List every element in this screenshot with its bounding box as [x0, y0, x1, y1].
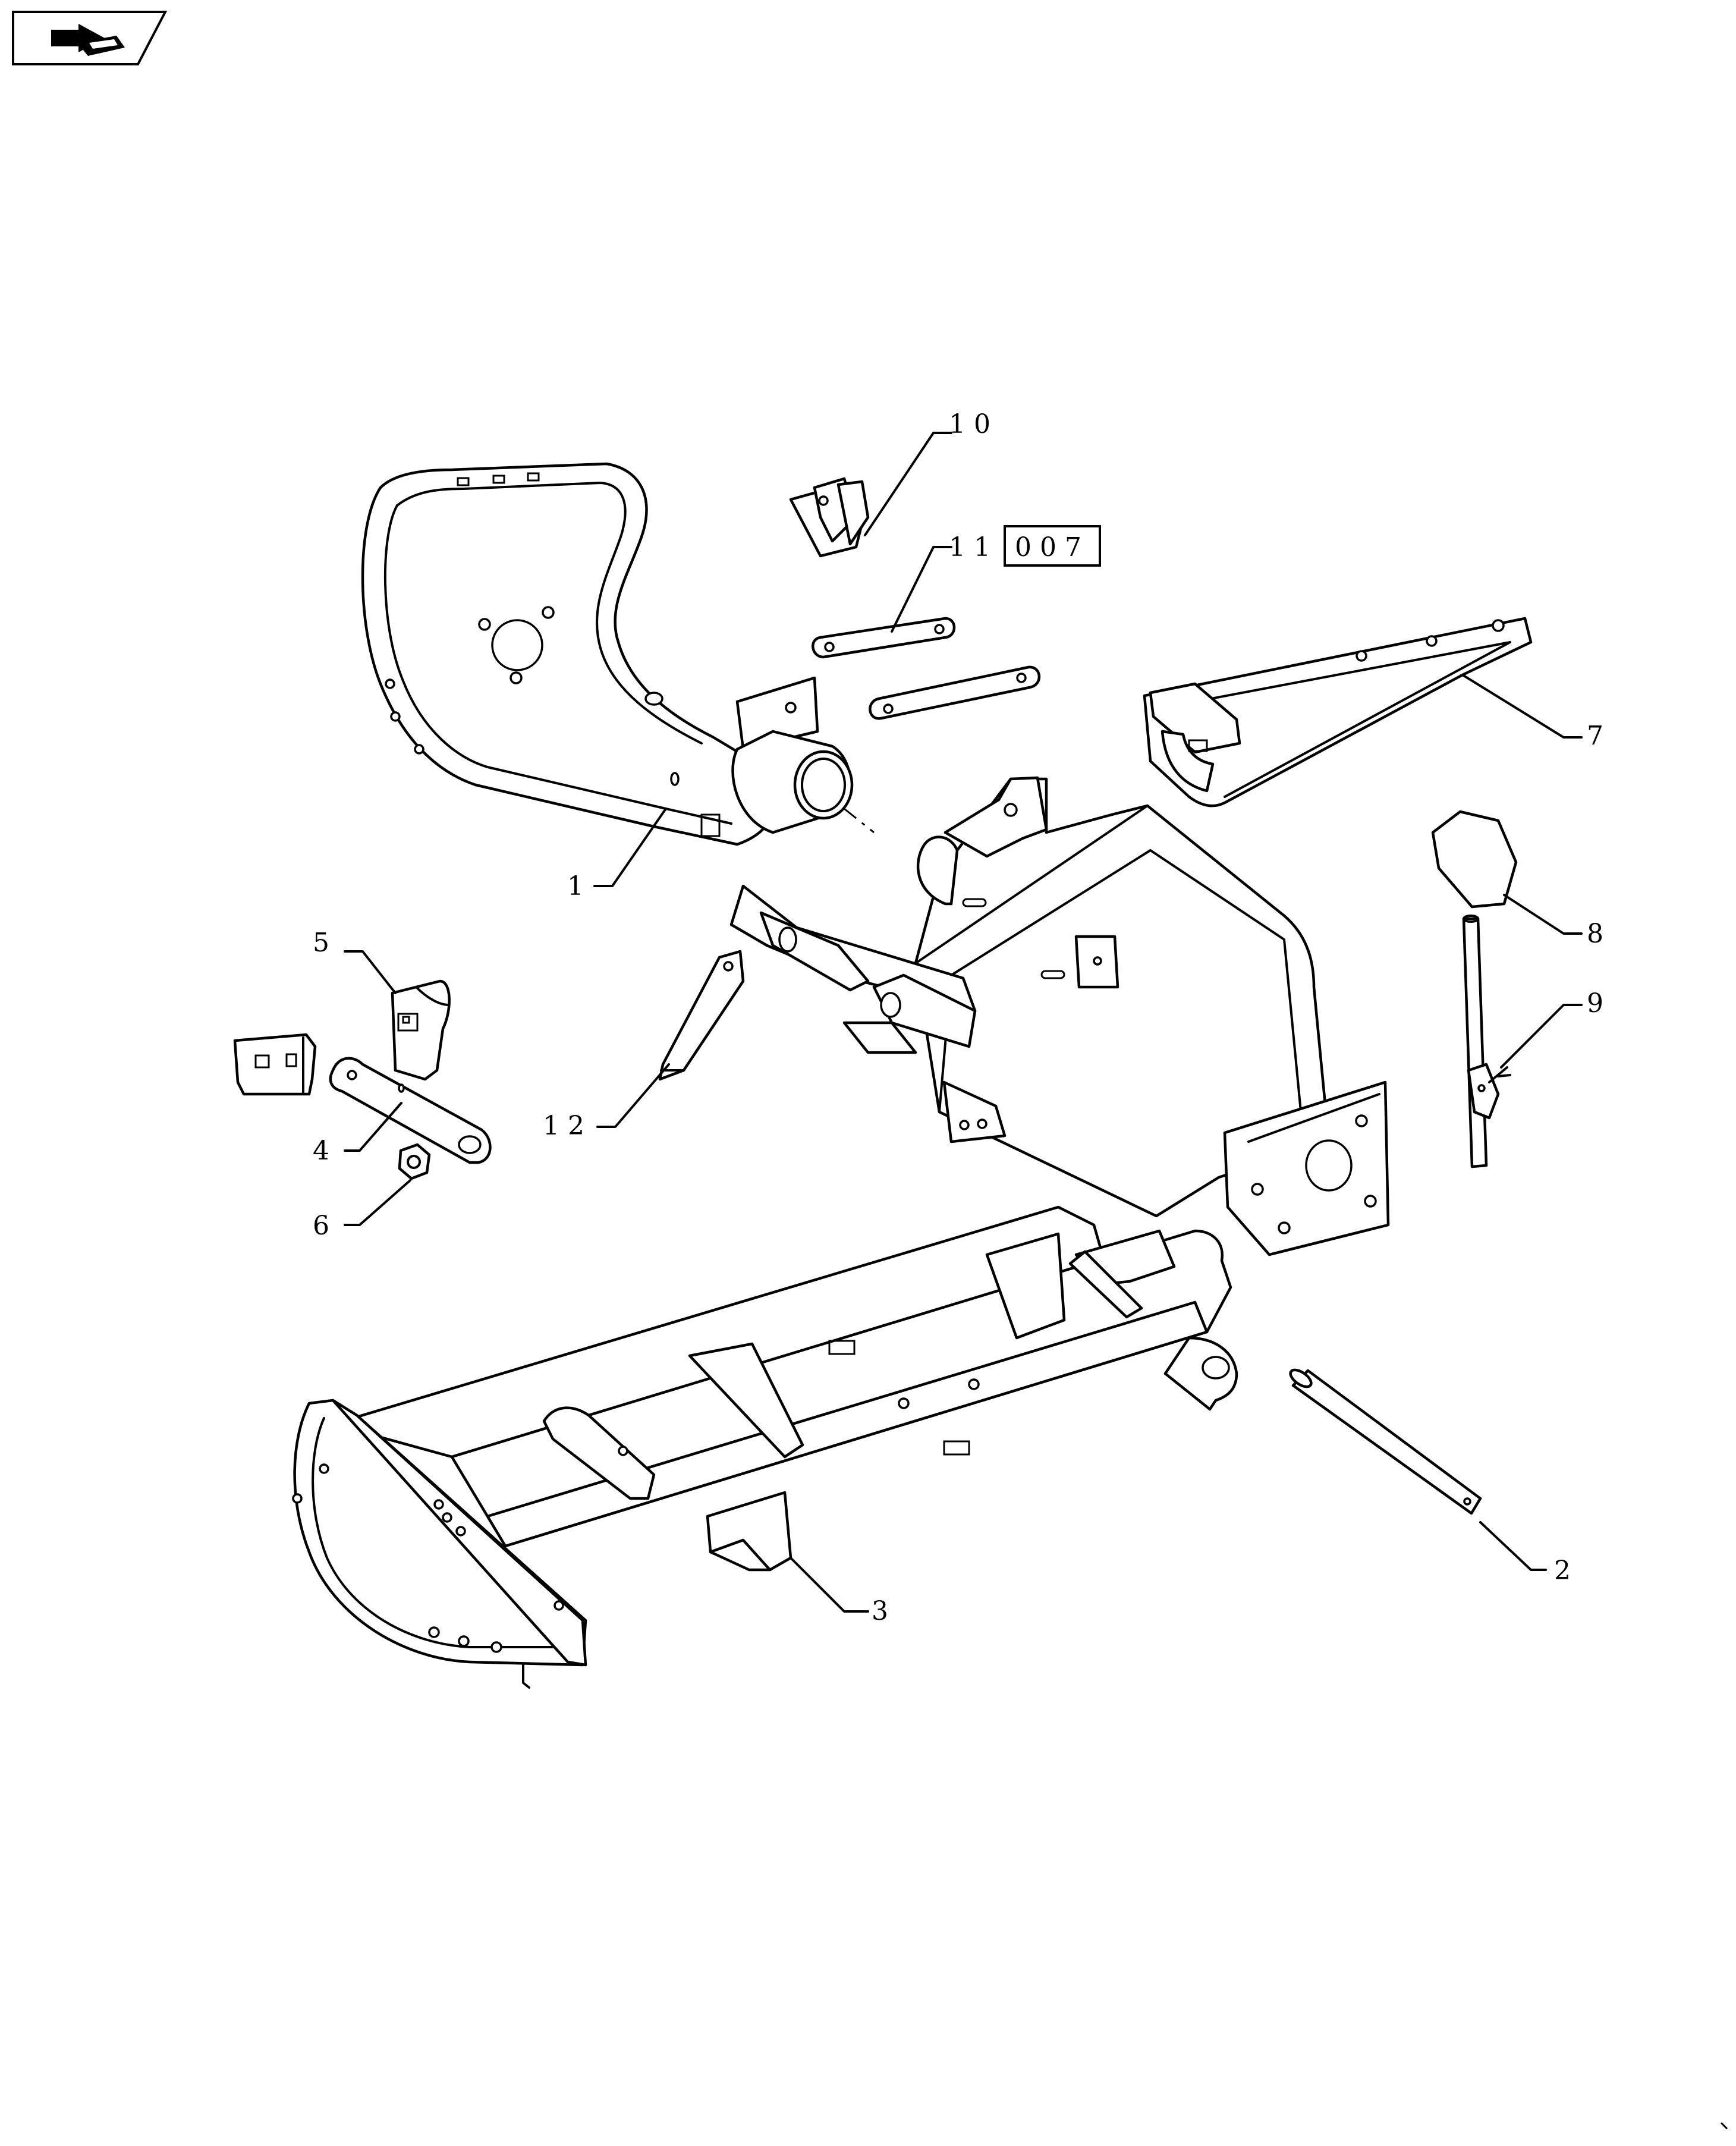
callout-1: 1	[567, 871, 584, 901]
reference-box[interactable]: 007	[1004, 525, 1101, 567]
part-7-support-arm	[1143, 617, 1533, 808]
part-6-nut	[398, 1143, 431, 1180]
part-2-pin	[1289, 1368, 1482, 1515]
part-12-bracket	[658, 950, 745, 1081]
part-9-rod	[1462, 915, 1511, 1168]
callout-2: 2	[1554, 1556, 1571, 1586]
callout-10: 10	[949, 409, 999, 439]
callout-labels: 1 2 3 4 5 6 7 8 9 10 11 12	[313, 409, 1603, 1626]
reference-box-label: 007	[1015, 532, 1090, 563]
leader-lines	[344, 432, 1583, 1613]
callout-7: 7	[1587, 721, 1603, 751]
callout-9: 9	[1587, 988, 1603, 1019]
back-arrow-icon	[51, 24, 125, 56]
alignment-line	[844, 808, 875, 834]
part-5-wear-block	[391, 979, 451, 1081]
callout-6: 6	[313, 1211, 329, 1241]
part-3-lower-frame	[292, 1205, 1238, 1689]
back-button[interactable]	[12, 11, 168, 65]
angle-bracket	[233, 1033, 317, 1096]
part-8-hex-cap	[1431, 810, 1518, 909]
callout-5: 5	[313, 928, 329, 958]
part-11-link-plates	[812, 617, 1041, 720]
main-frame-box	[914, 776, 1390, 1256]
callout-12: 12	[543, 1111, 593, 1141]
callout-11: 11	[949, 532, 999, 563]
part-10-clip	[789, 477, 870, 558]
callout-3: 3	[872, 1596, 888, 1626]
lever-arm	[729, 884, 977, 1054]
part-1-gearbox-housing	[361, 462, 854, 846]
callout-4: 4	[313, 1136, 329, 1166]
part-4-flat-link	[329, 1057, 492, 1164]
corner-mark	[1720, 2122, 1728, 2130]
callout-8: 8	[1587, 919, 1603, 949]
